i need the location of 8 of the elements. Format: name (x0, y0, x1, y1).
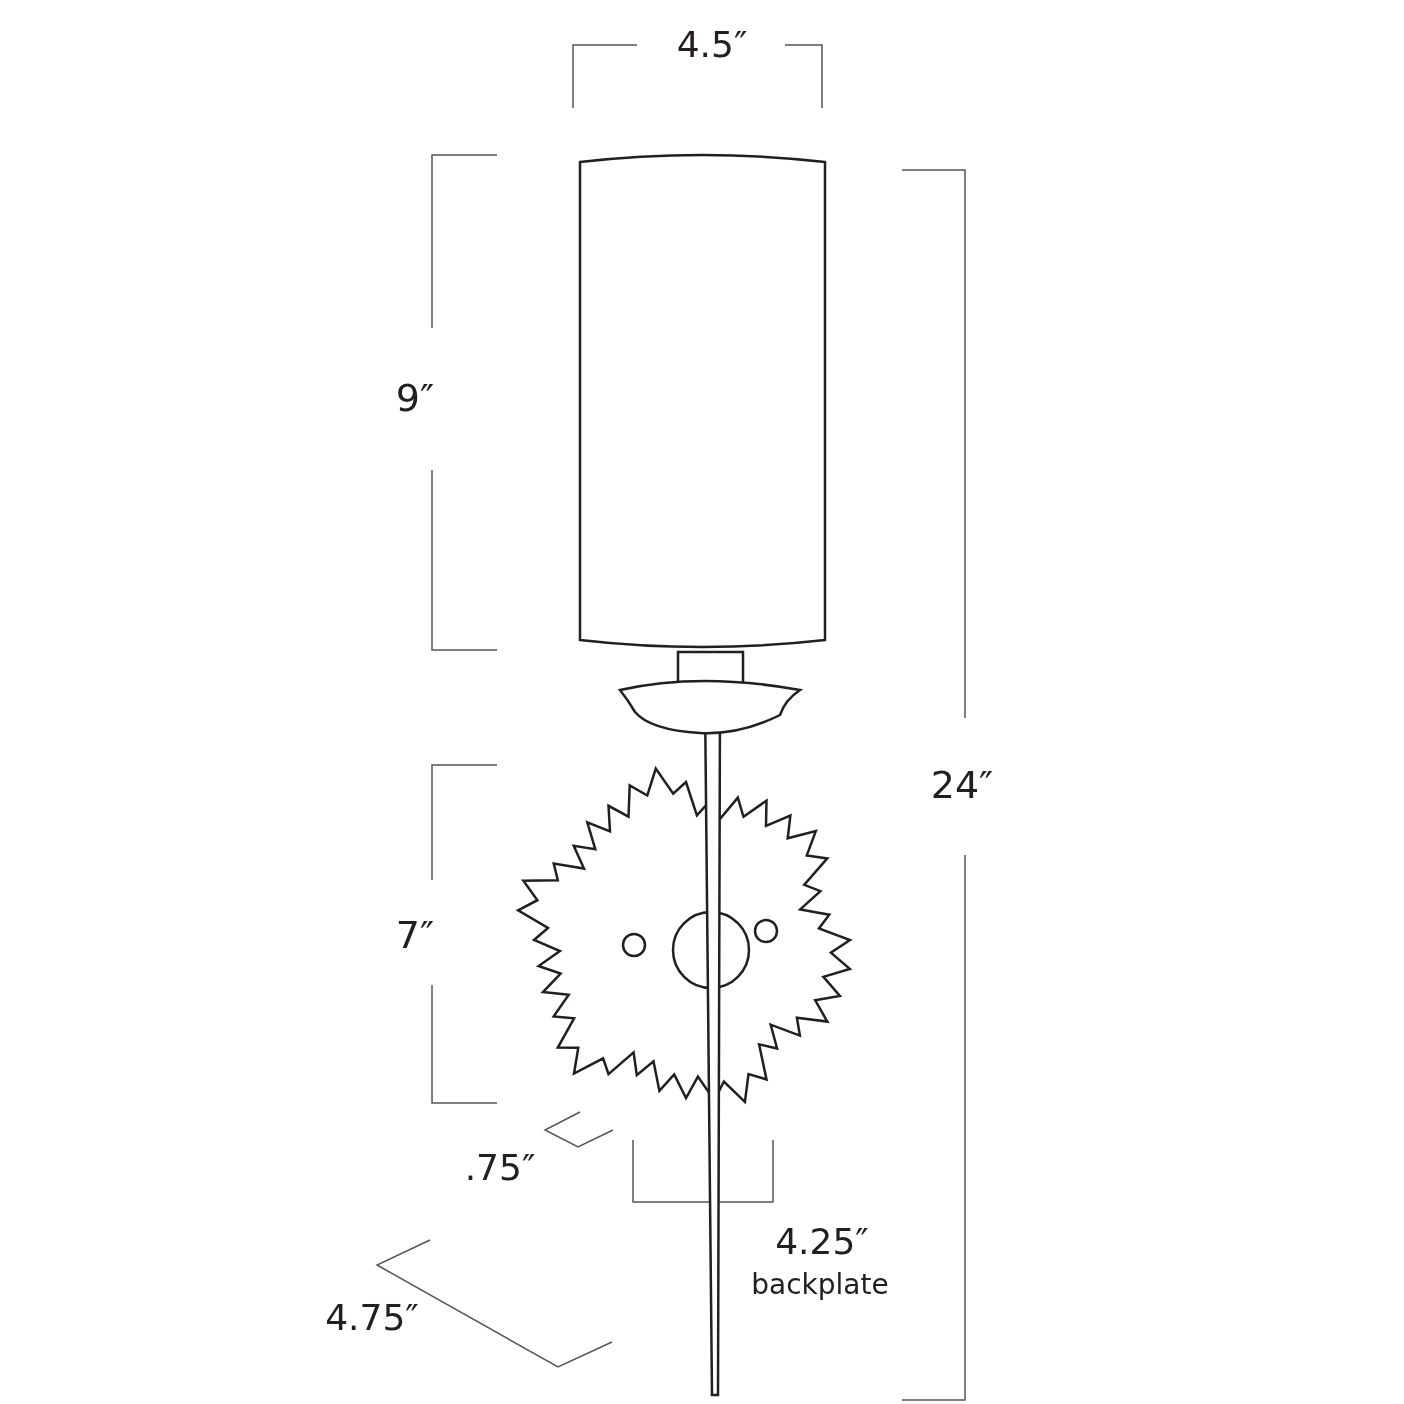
dimension-label: 4.75″ (325, 1300, 419, 1336)
part-label: backplate (751, 1271, 889, 1299)
dimension-label: 24″ (930, 766, 994, 804)
dimension-label: 4.25″ (775, 1224, 869, 1260)
dimension-label: 7″ (395, 916, 435, 954)
dimension-label: 9″ (395, 379, 435, 417)
dimension-label: .75″ (464, 1150, 536, 1186)
dimension-label: 4.5″ (676, 27, 748, 63)
